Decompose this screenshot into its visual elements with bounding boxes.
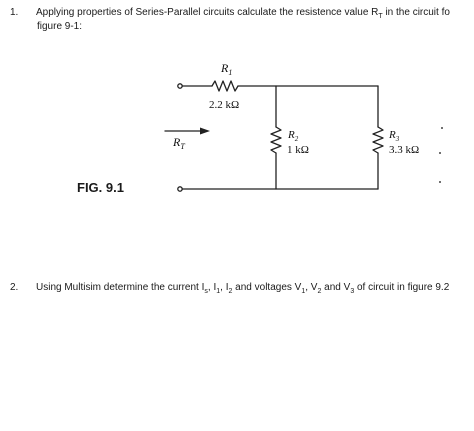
r3-value: 3.3 kΩ xyxy=(389,144,419,156)
margin-mark xyxy=(439,152,441,154)
r1-label: R1 xyxy=(220,61,232,77)
r1-value: 2.2 kΩ xyxy=(209,99,239,111)
question-2-text: , I xyxy=(220,282,229,293)
question-1-line-1: 1. Applying properties of Series-Parallel… xyxy=(10,6,450,24)
question-1-number: 1. xyxy=(10,7,19,18)
figure-label: FIG. 9.1 xyxy=(77,180,124,195)
resistor-r3 xyxy=(372,126,384,154)
question-2-text: and voltages V xyxy=(232,282,302,293)
r2-label: R2 xyxy=(287,129,299,143)
margin-mark xyxy=(441,127,443,129)
question-2-text: , I xyxy=(207,282,217,293)
question-2-text: and V xyxy=(321,282,351,293)
rt-label: RT xyxy=(172,135,185,151)
question-2-number: 2. xyxy=(10,282,19,293)
rt-arrowhead xyxy=(200,127,210,135)
question-1-subscript: T xyxy=(378,13,383,20)
question-2-subscript: 2 xyxy=(228,288,233,295)
margin-mark xyxy=(439,181,441,183)
question-1-line-2: figure 9-1: xyxy=(37,21,83,32)
r2-value: 1 kΩ xyxy=(287,144,309,156)
question-2-text: of circuit in figure 9.2 xyxy=(354,282,450,293)
question-2: 2. Using Multisim determine the current I… xyxy=(10,281,449,299)
question-2-subscript: s xyxy=(204,288,208,295)
question-2-text: , V xyxy=(305,282,318,293)
question-2-subscript: 1 xyxy=(301,288,306,295)
question-2-subscript: 1 xyxy=(216,288,221,295)
question-2-subscript: 2 xyxy=(317,288,322,295)
question-1-text-end: in the circuit fo xyxy=(382,7,450,18)
r3-label: R3 xyxy=(388,129,400,143)
question-1-text: Applying properties of Series-Parallel c… xyxy=(36,7,379,18)
question-2-text: Using Multisim determine the current I xyxy=(36,282,205,293)
resistor-r1 xyxy=(211,80,239,92)
question-2-subscript: 3 xyxy=(350,288,355,295)
resistor-r2 xyxy=(270,126,282,154)
